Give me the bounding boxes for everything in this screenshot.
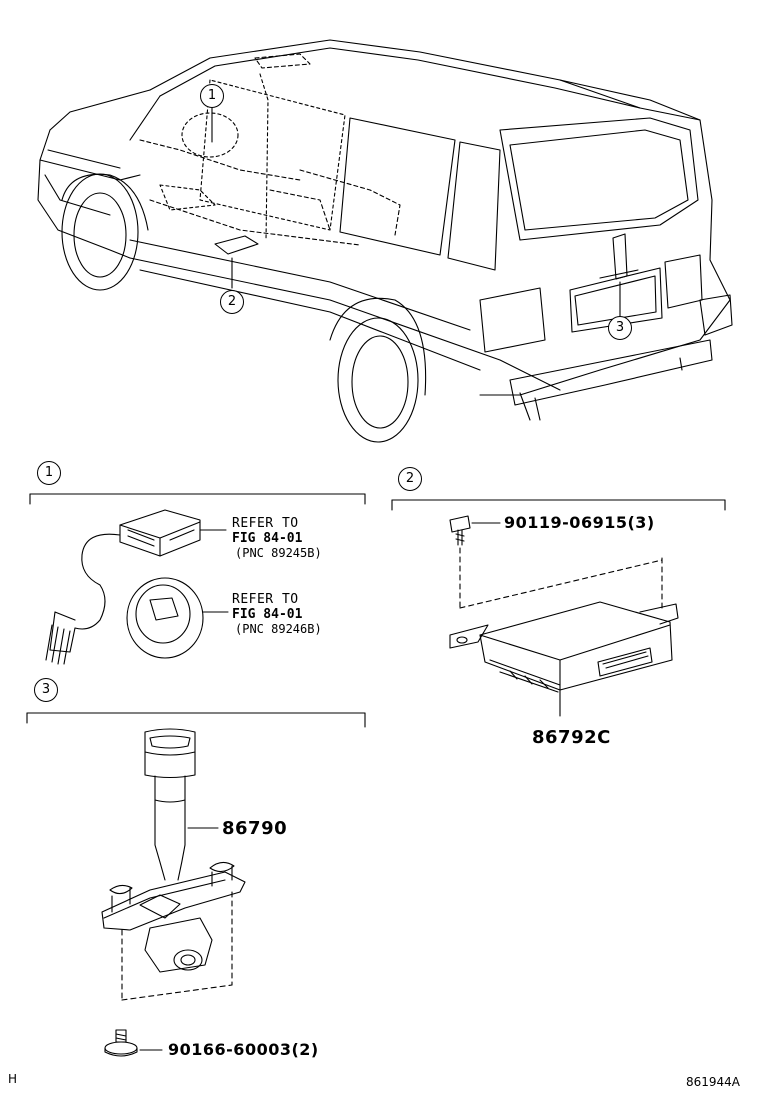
section-1-group — [29, 493, 366, 665]
camera-part-number: 86790 — [222, 818, 288, 839]
ref-a-line1: REFER TO — [232, 516, 299, 531]
callout-1-section: 1 — [37, 461, 61, 485]
callout-3-vehicle: 3 — [608, 316, 632, 340]
ecu-part-number: 86792C — [532, 727, 611, 748]
callout-3-section: 3 — [34, 678, 58, 702]
diagram-id: 861944A — [686, 1075, 741, 1089]
ref-a-line2: FIG 84-01 — [232, 531, 303, 546]
ref-b-line1: REFER TO — [232, 592, 299, 607]
ref-b-pnc: (PNC 89246B) — [235, 622, 322, 636]
footer-left-mark: H — [8, 1072, 18, 1086]
ref-b-line2: FIG 84-01 — [232, 607, 303, 622]
section-3-group — [26, 712, 366, 1057]
callout-2-vehicle: 2 — [220, 290, 244, 314]
ref-a-pnc: (PNC 89245B) — [235, 546, 322, 560]
callout-2-section: 2 — [398, 467, 422, 491]
section-2-group — [391, 499, 726, 717]
screw-part-number: 90166-60003(2) — [168, 1040, 319, 1059]
vehicle-illustration — [37, 39, 733, 443]
callout-1-vehicle: 1 — [200, 84, 224, 108]
bolt-part-number: 90119-06915(3) — [504, 513, 655, 532]
